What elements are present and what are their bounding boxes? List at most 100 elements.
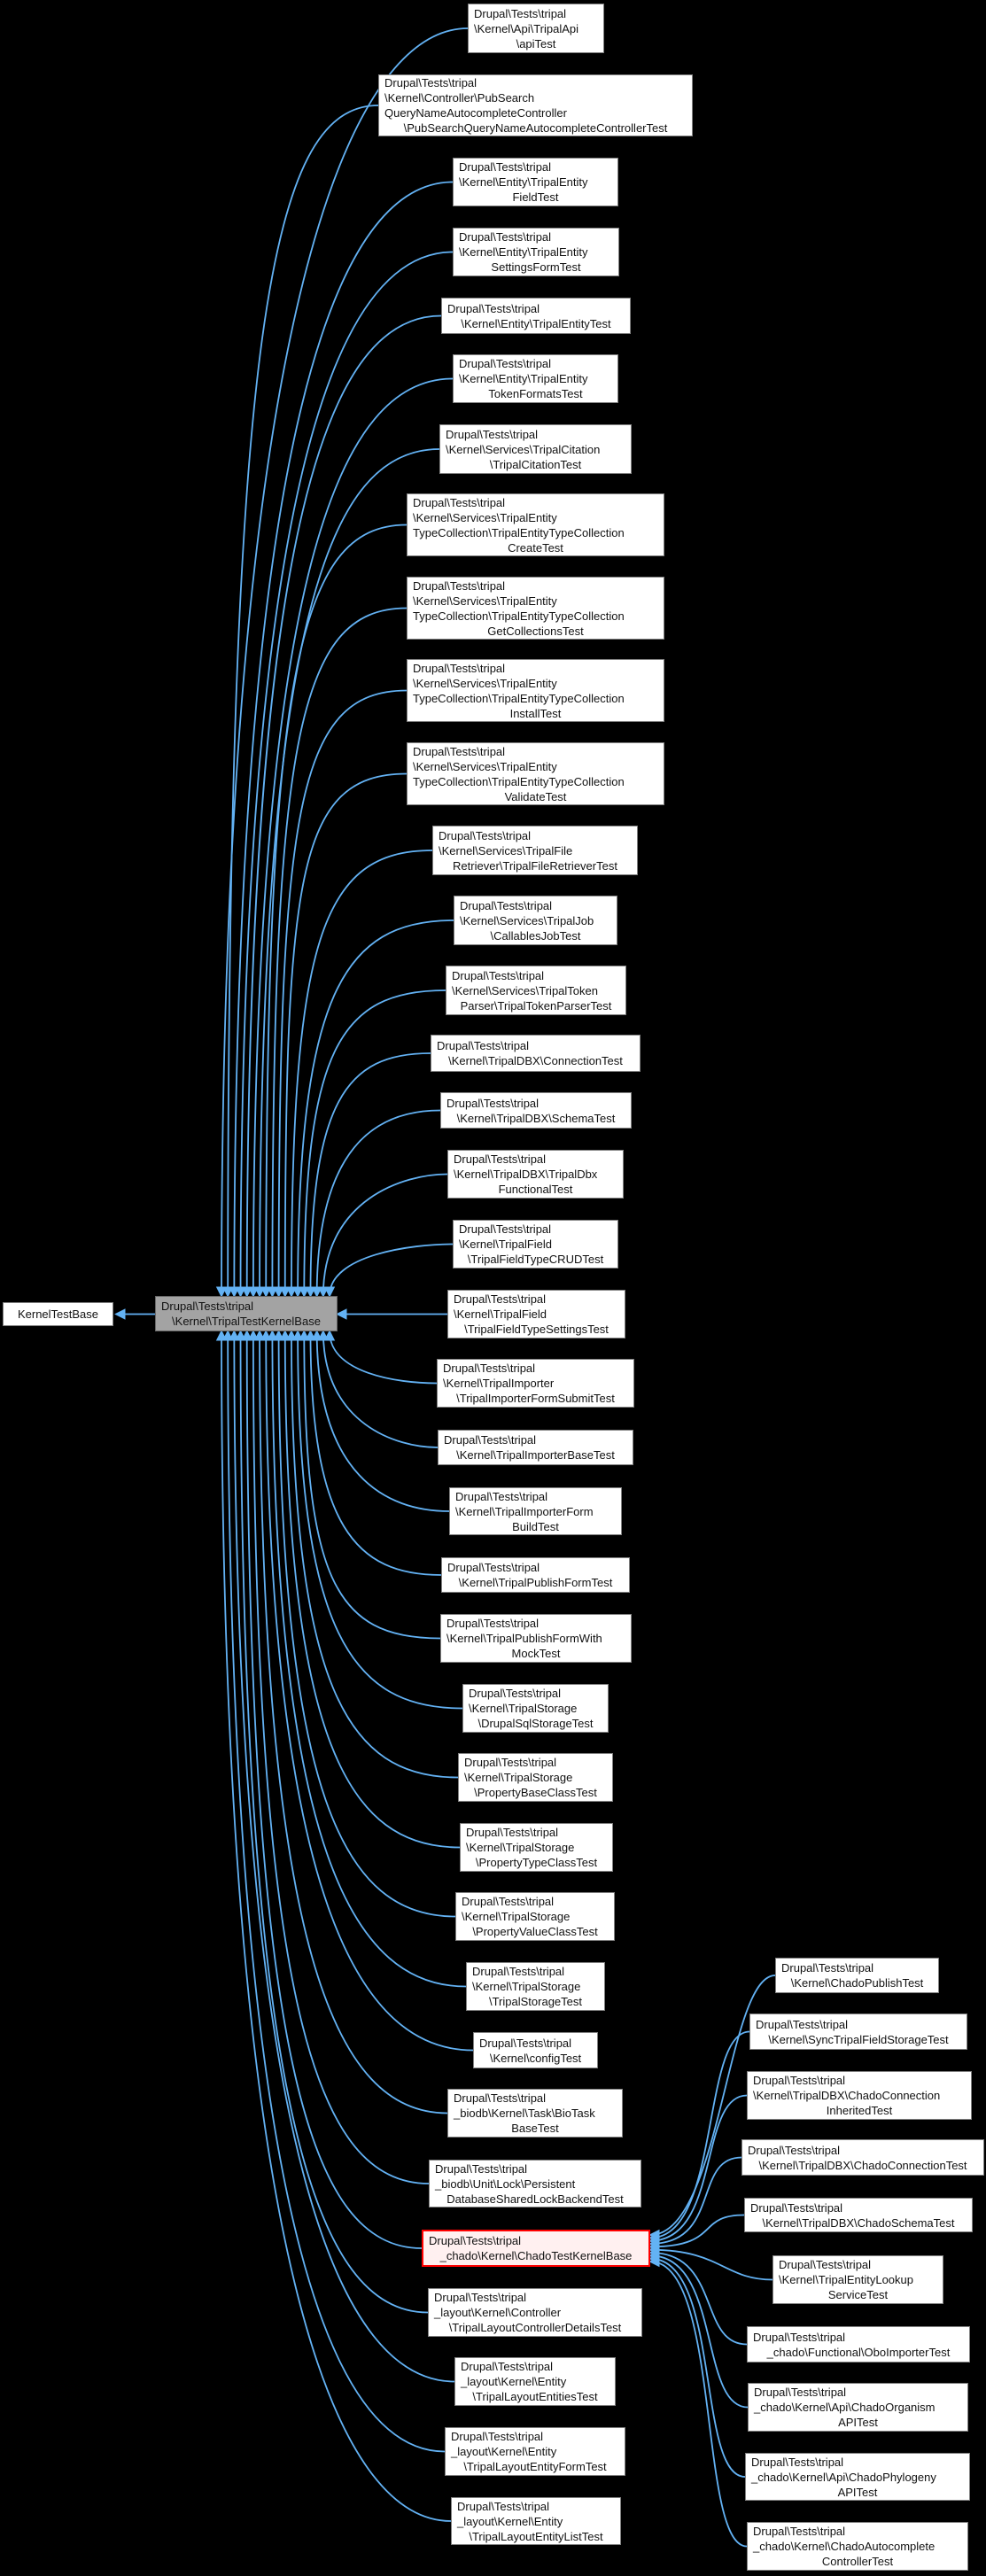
inheritance-edge [253, 1330, 448, 2114]
class-node-r03[interactable]: Drupal\Tests\tripal\Kernel\TripalDBX\Cha… [747, 2071, 972, 2120]
inheritance-edge [298, 989, 446, 1298]
class-node-r04[interactable]: Drupal\Tests\tripal\Kernel\TripalDBX\Cha… [741, 2139, 984, 2176]
class-node-hub-tripal-test-kernel-base[interactable]: Drupal\Tests\tripal\Kernel\TripalTestKer… [155, 1296, 338, 1331]
class-label-line: ServiceTest [827, 2288, 889, 2301]
class-label-line: _chado\Kernel\Api\ChadoOrganism [754, 2401, 936, 2414]
class-node-r05[interactable]: Drupal\Tests\tripal\Kernel\TripalDBX\Cha… [744, 2198, 973, 2232]
class-label-line: DatabaseSharedLockBackendTest [446, 2192, 624, 2206]
inheritance-edge [648, 2214, 745, 2253]
class-node-n09[interactable]: Drupal\Tests\tripal\Kernel\Services\Trip… [407, 577, 664, 640]
class-node-n34[interactable]: Drupal\Tests\tripal_layout\Kernel\Contro… [428, 2288, 642, 2337]
inheritance-edge [273, 1330, 456, 1918]
class-node-n20[interactable]: Drupal\Tests\tripal\Kernel\TripalImporte… [437, 1359, 634, 1408]
class-node-n04[interactable]: Drupal\Tests\tripal\Kernel\Entity\Tripal… [453, 228, 619, 276]
inheritance-edge [253, 448, 440, 1298]
class-label-line: \Kernel\TripalImporter [443, 1377, 555, 1390]
class-node-r07[interactable]: Drupal\Tests\tripal_chado\Functional\Obo… [747, 2326, 970, 2363]
class-label-line: Drupal\Tests\tripal [439, 828, 532, 842]
class-node-n35[interactable]: Drupal\Tests\tripal_layout\Kernel\Entity… [454, 2357, 616, 2406]
class-node-ktb-kernel-test-base[interactable]: KernelTestBase [3, 1302, 113, 1326]
class-node-n13[interactable]: Drupal\Tests\tripal\Kernel\Services\Trip… [454, 896, 617, 945]
class-label-line: _layout\Kernel\Entity [461, 2375, 567, 2388]
inheritance-edge [279, 772, 408, 1298]
class-node-n05[interactable]: Drupal\Tests\tripal\Kernel\Entity\Tripal… [441, 298, 631, 334]
class-label-line: Drupal\Tests\tripal [413, 578, 506, 593]
inheritance-edge [285, 1330, 459, 1779]
inheritance-edge [648, 2255, 748, 2548]
class-label-line: _chado\Functional\OboImporterTest [766, 2345, 951, 2359]
class-label-line: _layout\Kernel\Entity [451, 2445, 557, 2458]
class-node-r01[interactable]: Drupal\Tests\tripal\Kernel\ChadoPublishT… [775, 1958, 939, 1993]
class-node-n03[interactable]: Drupal\Tests\tripal\Kernel\Entity\Tripal… [453, 158, 618, 206]
class-node-r06[interactable]: Drupal\Tests\tripal\Kernel\TripalEntityL… [772, 2255, 943, 2304]
class-label-line: Drupal\Tests\tripal [434, 2291, 527, 2304]
class-label-line: Drupal\Tests\tripal [435, 2161, 528, 2176]
class-label-line: \Kernel\Services\TripalFile [439, 843, 573, 857]
class-node-n36[interactable]: Drupal\Tests\tripal_layout\Kernel\Entity… [445, 2427, 625, 2476]
class-node-n10[interactable]: Drupal\Tests\tripal\Kernel\Services\Trip… [407, 659, 664, 722]
inheritance-edge [215, 1330, 452, 2522]
class-node-n07[interactable]: Drupal\Tests\tripal\Kernel\Services\Trip… [439, 424, 632, 474]
inheritance-edge [260, 1330, 474, 2052]
class-label-line: TypeCollection\TripalEntityTypeCollectio… [413, 691, 625, 705]
class-node-n15[interactable]: Drupal\Tests\tripal\Kernel\TripalDBX\Con… [431, 1035, 641, 1072]
class-node-n08[interactable]: Drupal\Tests\tripal\Kernel\Services\Trip… [407, 493, 664, 556]
class-node-n26[interactable]: Drupal\Tests\tripal\Kernel\TripalStorage… [458, 1753, 613, 1802]
class-node-n02[interactable]: Drupal\Tests\tripal\Kernel\Controller\Pu… [378, 74, 693, 136]
class-node-n18[interactable]: Drupal\Tests\tripal\Kernel\TripalField\T… [453, 1220, 618, 1269]
class-label-line: Drupal\Tests\tripal [751, 2455, 844, 2469]
class-node-n32[interactable]: Drupal\Tests\tripal_biodb\Unit\Lock\Pers… [429, 2160, 641, 2207]
class-node-n30[interactable]: Drupal\Tests\tripal\Kernel\configTest [473, 2032, 598, 2068]
class-node-n22[interactable]: Drupal\Tests\tripal\Kernel\TripalImporte… [449, 1487, 622, 1535]
class-node-n37[interactable]: Drupal\Tests\tripal_layout\Kernel\Entity… [451, 2497, 621, 2545]
class-node-n12[interactable]: Drupal\Tests\tripal\Kernel\Services\Trip… [432, 826, 638, 875]
class-node-n19[interactable]: Drupal\Tests\tripal\Kernel\TripalField\T… [447, 1290, 625, 1338]
class-label-line: Drupal\Tests\tripal [756, 2017, 849, 2031]
class-node-r09[interactable]: Drupal\Tests\tripal_chado\Kernel\Api\Cha… [745, 2453, 970, 2501]
class-label-line: Drupal\Tests\tripal [459, 230, 552, 244]
class-node-r10[interactable]: Drupal\Tests\tripal_chado\Kernel\ChadoAu… [747, 2522, 968, 2571]
class-label-line: Drupal\Tests\tripal [753, 2525, 846, 2538]
class-node-n14[interactable]: Drupal\Tests\tripal\Kernel\Services\Trip… [446, 966, 626, 1015]
class-label-line: \PropertyBaseClassTest [474, 1786, 597, 1799]
class-node-n25[interactable]: Drupal\Tests\tripal\Kernel\TripalStorage… [462, 1684, 609, 1733]
class-node-n01[interactable]: Drupal\Tests\tripal\Kernel\Api\TripalApi… [468, 4, 604, 53]
class-node-n11[interactable]: Drupal\Tests\tripal\Kernel\Services\Trip… [407, 742, 664, 805]
class-label-line: \Kernel\Entity\TripalEntity [459, 245, 588, 259]
class-node-n06[interactable]: Drupal\Tests\tripal\Kernel\Entity\Tripal… [453, 354, 618, 403]
class-node-n21[interactable]: Drupal\Tests\tripal\Kernel\TripalImporte… [438, 1430, 633, 1465]
class-label-line: Drupal\Tests\tripal [754, 2386, 847, 2399]
class-node-n28[interactable]: Drupal\Tests\tripal\Kernel\TripalStorage… [455, 1892, 615, 1941]
class-label-line: CreateTest [508, 540, 563, 555]
class-label-line: TypeCollection\TripalEntityTypeCollectio… [413, 774, 625, 788]
class-node-n33-chado-test-kernel-base[interactable]: Drupal\Tests\tripal_chado\Kernel\ChadoTe… [422, 2230, 650, 2267]
class-label-line: Drupal\Tests\tripal [413, 495, 506, 509]
class-label-line: \Kernel\TripalEntityLookup [779, 2273, 913, 2286]
class-label-line: \TripalCitationTest [489, 457, 582, 471]
class-label-line: \Kernel\TripalPublishFormWith [446, 1632, 602, 1645]
class-label-line: \apiTest [516, 36, 556, 50]
class-label-line: Drupal\Tests\tripal [454, 1152, 547, 1166]
class-node-r02[interactable]: Drupal\Tests\tripal\Kernel\SyncTripalFie… [749, 2013, 967, 2050]
inheritance-edge [273, 689, 408, 1298]
class-node-n23[interactable]: Drupal\Tests\tripal\Kernel\TripalPublish… [441, 1557, 630, 1593]
class-node-n24[interactable]: Drupal\Tests\tripal \Kernel\TripalPublish… [440, 1614, 632, 1663]
inheritance-edge [311, 1109, 441, 1298]
inheritance-edge [648, 2253, 746, 2478]
class-label-line: \PropertyTypeClassTest [475, 1856, 598, 1869]
class-node-n27[interactable]: Drupal\Tests\tripal\Kernel\TripalStorage… [460, 1823, 613, 1872]
class-label-line: \TripalLayoutEntitiesTest [472, 2390, 598, 2403]
inheritance-edge [298, 1330, 441, 1640]
class-label-line: Drupal\Tests\tripal [748, 2143, 841, 2157]
class-node-n29[interactable]: Drupal\Tests\tripal\Kernel\TripalStorage… [466, 1962, 605, 2011]
class-node-n16[interactable]: Drupal\Tests\tripal\Kernel\TripalDBX\Sch… [440, 1092, 632, 1129]
class-label-line: TypeCollection\TripalEntityTypeCollectio… [413, 525, 625, 539]
class-label-line: Drupal\Tests\tripal [446, 1617, 540, 1630]
class-node-n17[interactable]: Drupal\Tests\tripal\Kernel\TripalDBX\Tri… [447, 1150, 624, 1199]
inheritance-edge [648, 2030, 750, 2244]
class-label-line: BaseTest [511, 2122, 559, 2135]
class-node-r08[interactable]: Drupal\Tests\tripal _chado\Kernel\Api\Cha… [748, 2383, 968, 2432]
class-node-n31[interactable]: Drupal\Tests\tripal_biodb\Kernel\Task\Bi… [447, 2089, 623, 2138]
class-label-line: \Kernel\TripalPublishFormTest [458, 1576, 613, 1589]
